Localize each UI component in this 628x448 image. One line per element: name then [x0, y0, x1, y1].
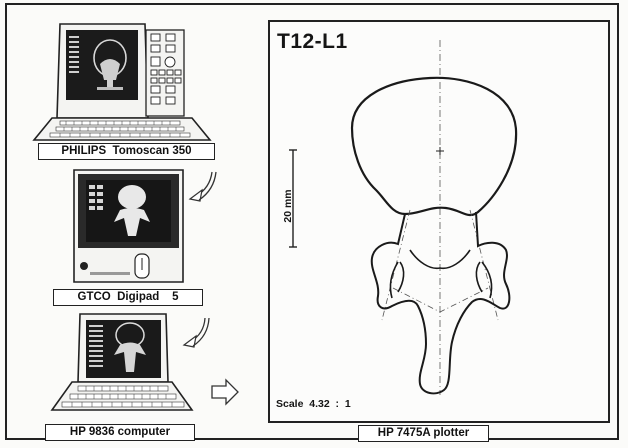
- vertebral-body-outline: [352, 78, 516, 215]
- articular-facet-details: [390, 250, 491, 298]
- plot-title: T12-L1: [277, 30, 348, 54]
- body-center-marker: [436, 147, 444, 155]
- ct-scanner-label: PHILIPS Tomoscan 350: [38, 143, 215, 160]
- scale-bar-label: 20 mm: [282, 186, 294, 226]
- posterior-arch-outline: [372, 212, 510, 393]
- computer-label: HP 9836 computer: [45, 424, 195, 441]
- plotter-label: HP 7475A plotter: [358, 425, 489, 442]
- scale-ratio-text: Scale 4.32 : 1: [276, 398, 351, 410]
- digitizer-label: GTCO Digipad 5: [53, 289, 203, 306]
